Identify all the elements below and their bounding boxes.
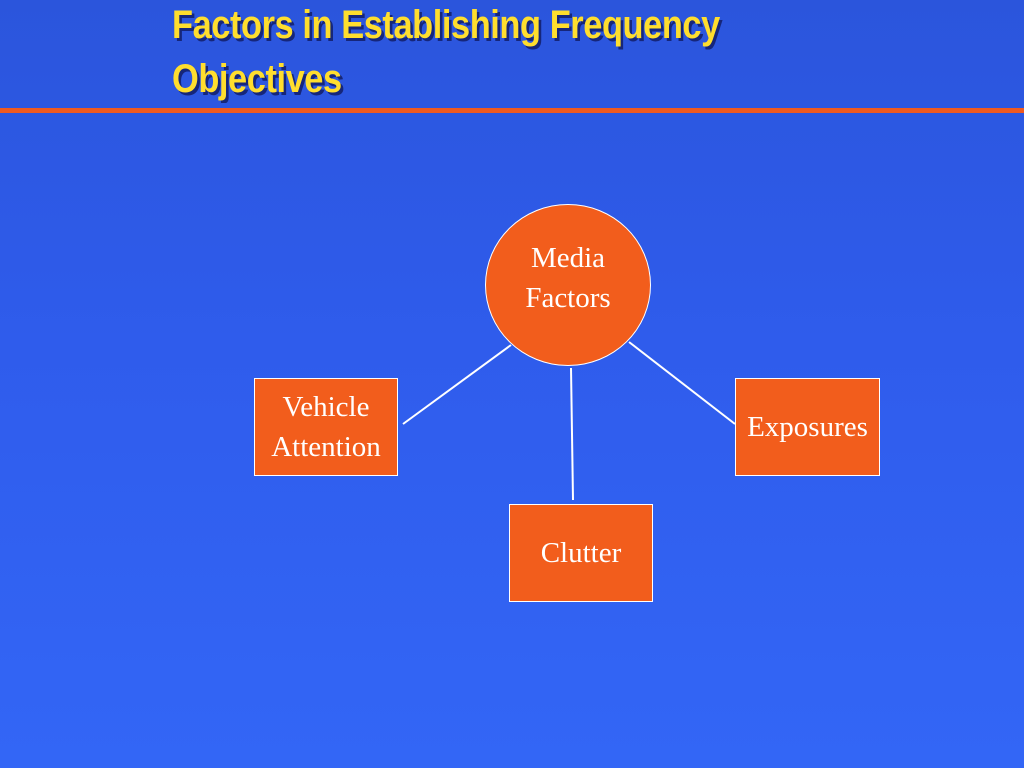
slide-title: Factors in Establishing Frequency Object… — [172, 0, 860, 106]
exposures-node: Exposures — [735, 378, 880, 476]
media-factors-node: Media Factors — [485, 204, 651, 366]
clutter-node: Clutter — [509, 504, 653, 602]
slide-title-line-1: Factors in Establishing Frequency — [172, 3, 720, 47]
vehicle-attention-node: Vehicle Attention — [254, 378, 398, 476]
connector-clutter — [570, 367, 574, 501]
connector-vehicle-attention — [402, 344, 512, 425]
vehicle-attention-label-line-2: Attention — [271, 431, 381, 463]
exposures-label: Exposures — [747, 411, 868, 443]
connector-exposures — [628, 341, 736, 425]
vehicle-attention-label-line-1: Vehicle — [282, 391, 370, 423]
media-factors-label-line-1: Media — [530, 242, 606, 274]
clutter-label: Clutter — [540, 537, 622, 569]
vehicle-attention-label: Vehicle Attention — [271, 387, 381, 467]
media-factors-label: Media Factors — [525, 238, 610, 318]
slide-title-line-2: Objectives — [172, 57, 342, 101]
media-factors-label-line-2: Factors — [525, 282, 611, 314]
title-divider — [0, 108, 1024, 113]
